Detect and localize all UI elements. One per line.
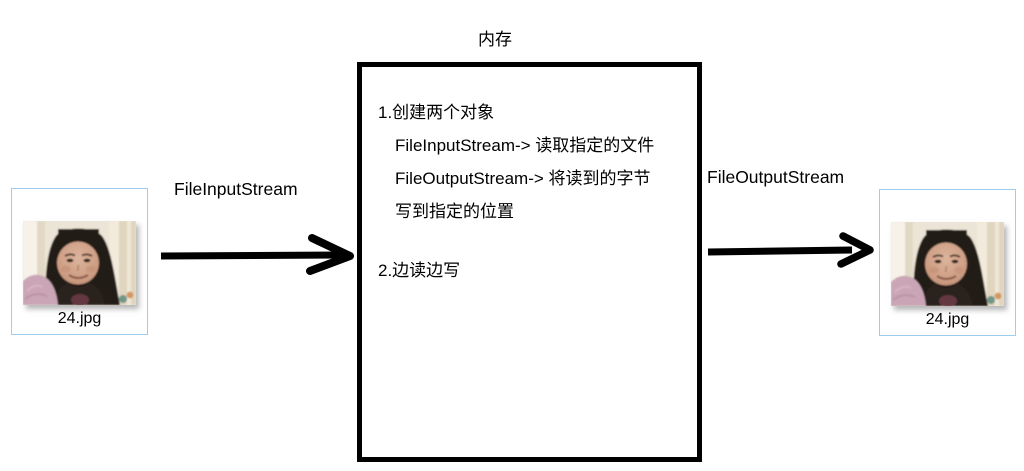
destination-photo-thumbnail <box>891 222 1004 306</box>
fileinputstream-arrow <box>160 234 354 275</box>
fileoutputstream-arrow <box>707 232 874 268</box>
destination-photo-image <box>891 222 1004 306</box>
memory-note-1: 1.创建两个对象 <box>378 103 495 122</box>
memory-note-2: FileInputStream-> 读取指定的文件 <box>395 136 655 155</box>
source-photo-thumbnail <box>23 221 136 305</box>
memory-note-4: 写到指定的位置 <box>395 202 514 221</box>
memory-box: 1.创建两个对象 FileInputStream-> 读取指定的文件 FileO… <box>357 62 702 462</box>
memory-title: 内存 <box>478 30 512 49</box>
fileoutputstream-label: FileOutputStream <box>707 167 845 187</box>
source-file-name: 24.jpg <box>57 310 102 327</box>
memory-note-3: FileOutputStream-> 将读到的字节 <box>395 169 651 188</box>
fileinputstream-label: FileInputStream <box>174 179 298 199</box>
source-photo-image <box>23 221 136 305</box>
destination-file-name: 24.jpg <box>925 311 970 328</box>
memory-note-5: 2.边读边写 <box>378 261 461 280</box>
source-file-icon[interactable]: 24.jpg <box>11 188 148 335</box>
destination-file-icon[interactable]: 24.jpg <box>879 189 1016 336</box>
